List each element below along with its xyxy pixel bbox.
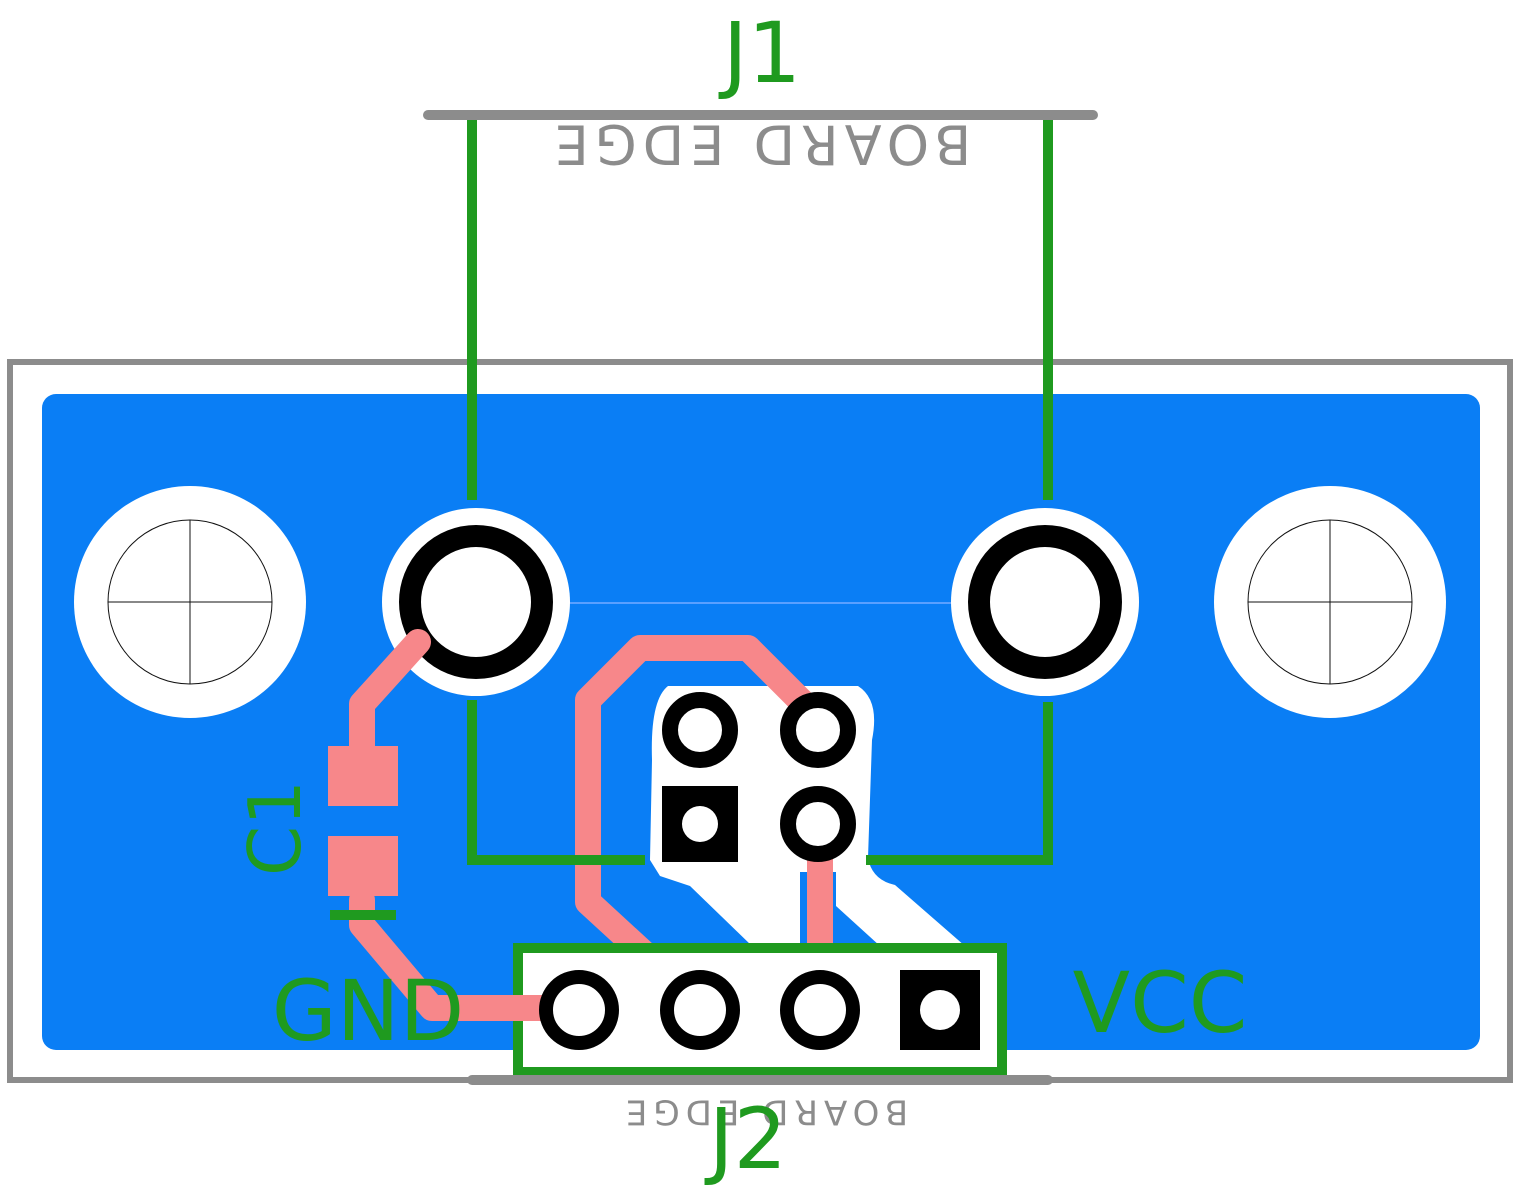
through-hole-pad-icon (662, 692, 738, 768)
through-hole-pad-icon (968, 525, 1122, 679)
j2-designator: J2 (704, 1090, 787, 1188)
trace-loop (575, 635, 819, 1018)
trace-j1-to-c1 (349, 629, 431, 773)
through-hole-pad-icon (780, 786, 856, 862)
j1-silkscreen (467, 120, 1053, 865)
j1-designator: J1 (718, 4, 801, 102)
j2-pins (539, 970, 980, 1050)
board-edge-bottom-label: BOARD EDGE (620, 1092, 908, 1132)
gnd-label: GND (272, 962, 465, 1060)
vcc-label: VCC (1073, 954, 1248, 1052)
header-2x2 (662, 692, 856, 862)
mounting-hole-right (1214, 486, 1446, 718)
c1-component (328, 746, 398, 920)
through-hole-pad-icon (780, 692, 856, 768)
board-edge-top-label: BOARD EDGE (549, 112, 972, 175)
through-hole-pad-icon (539, 970, 619, 1050)
through-hole-pad-icon (399, 525, 553, 679)
mounting-hole-left (74, 486, 306, 718)
c1-pad-2 (328, 836, 398, 896)
j1-pad-left (382, 508, 570, 696)
j1-pad-right (951, 508, 1139, 696)
through-hole-pad-icon (780, 970, 860, 1050)
through-hole-pad-icon (660, 970, 740, 1050)
c1-designator: C1 (233, 780, 317, 876)
